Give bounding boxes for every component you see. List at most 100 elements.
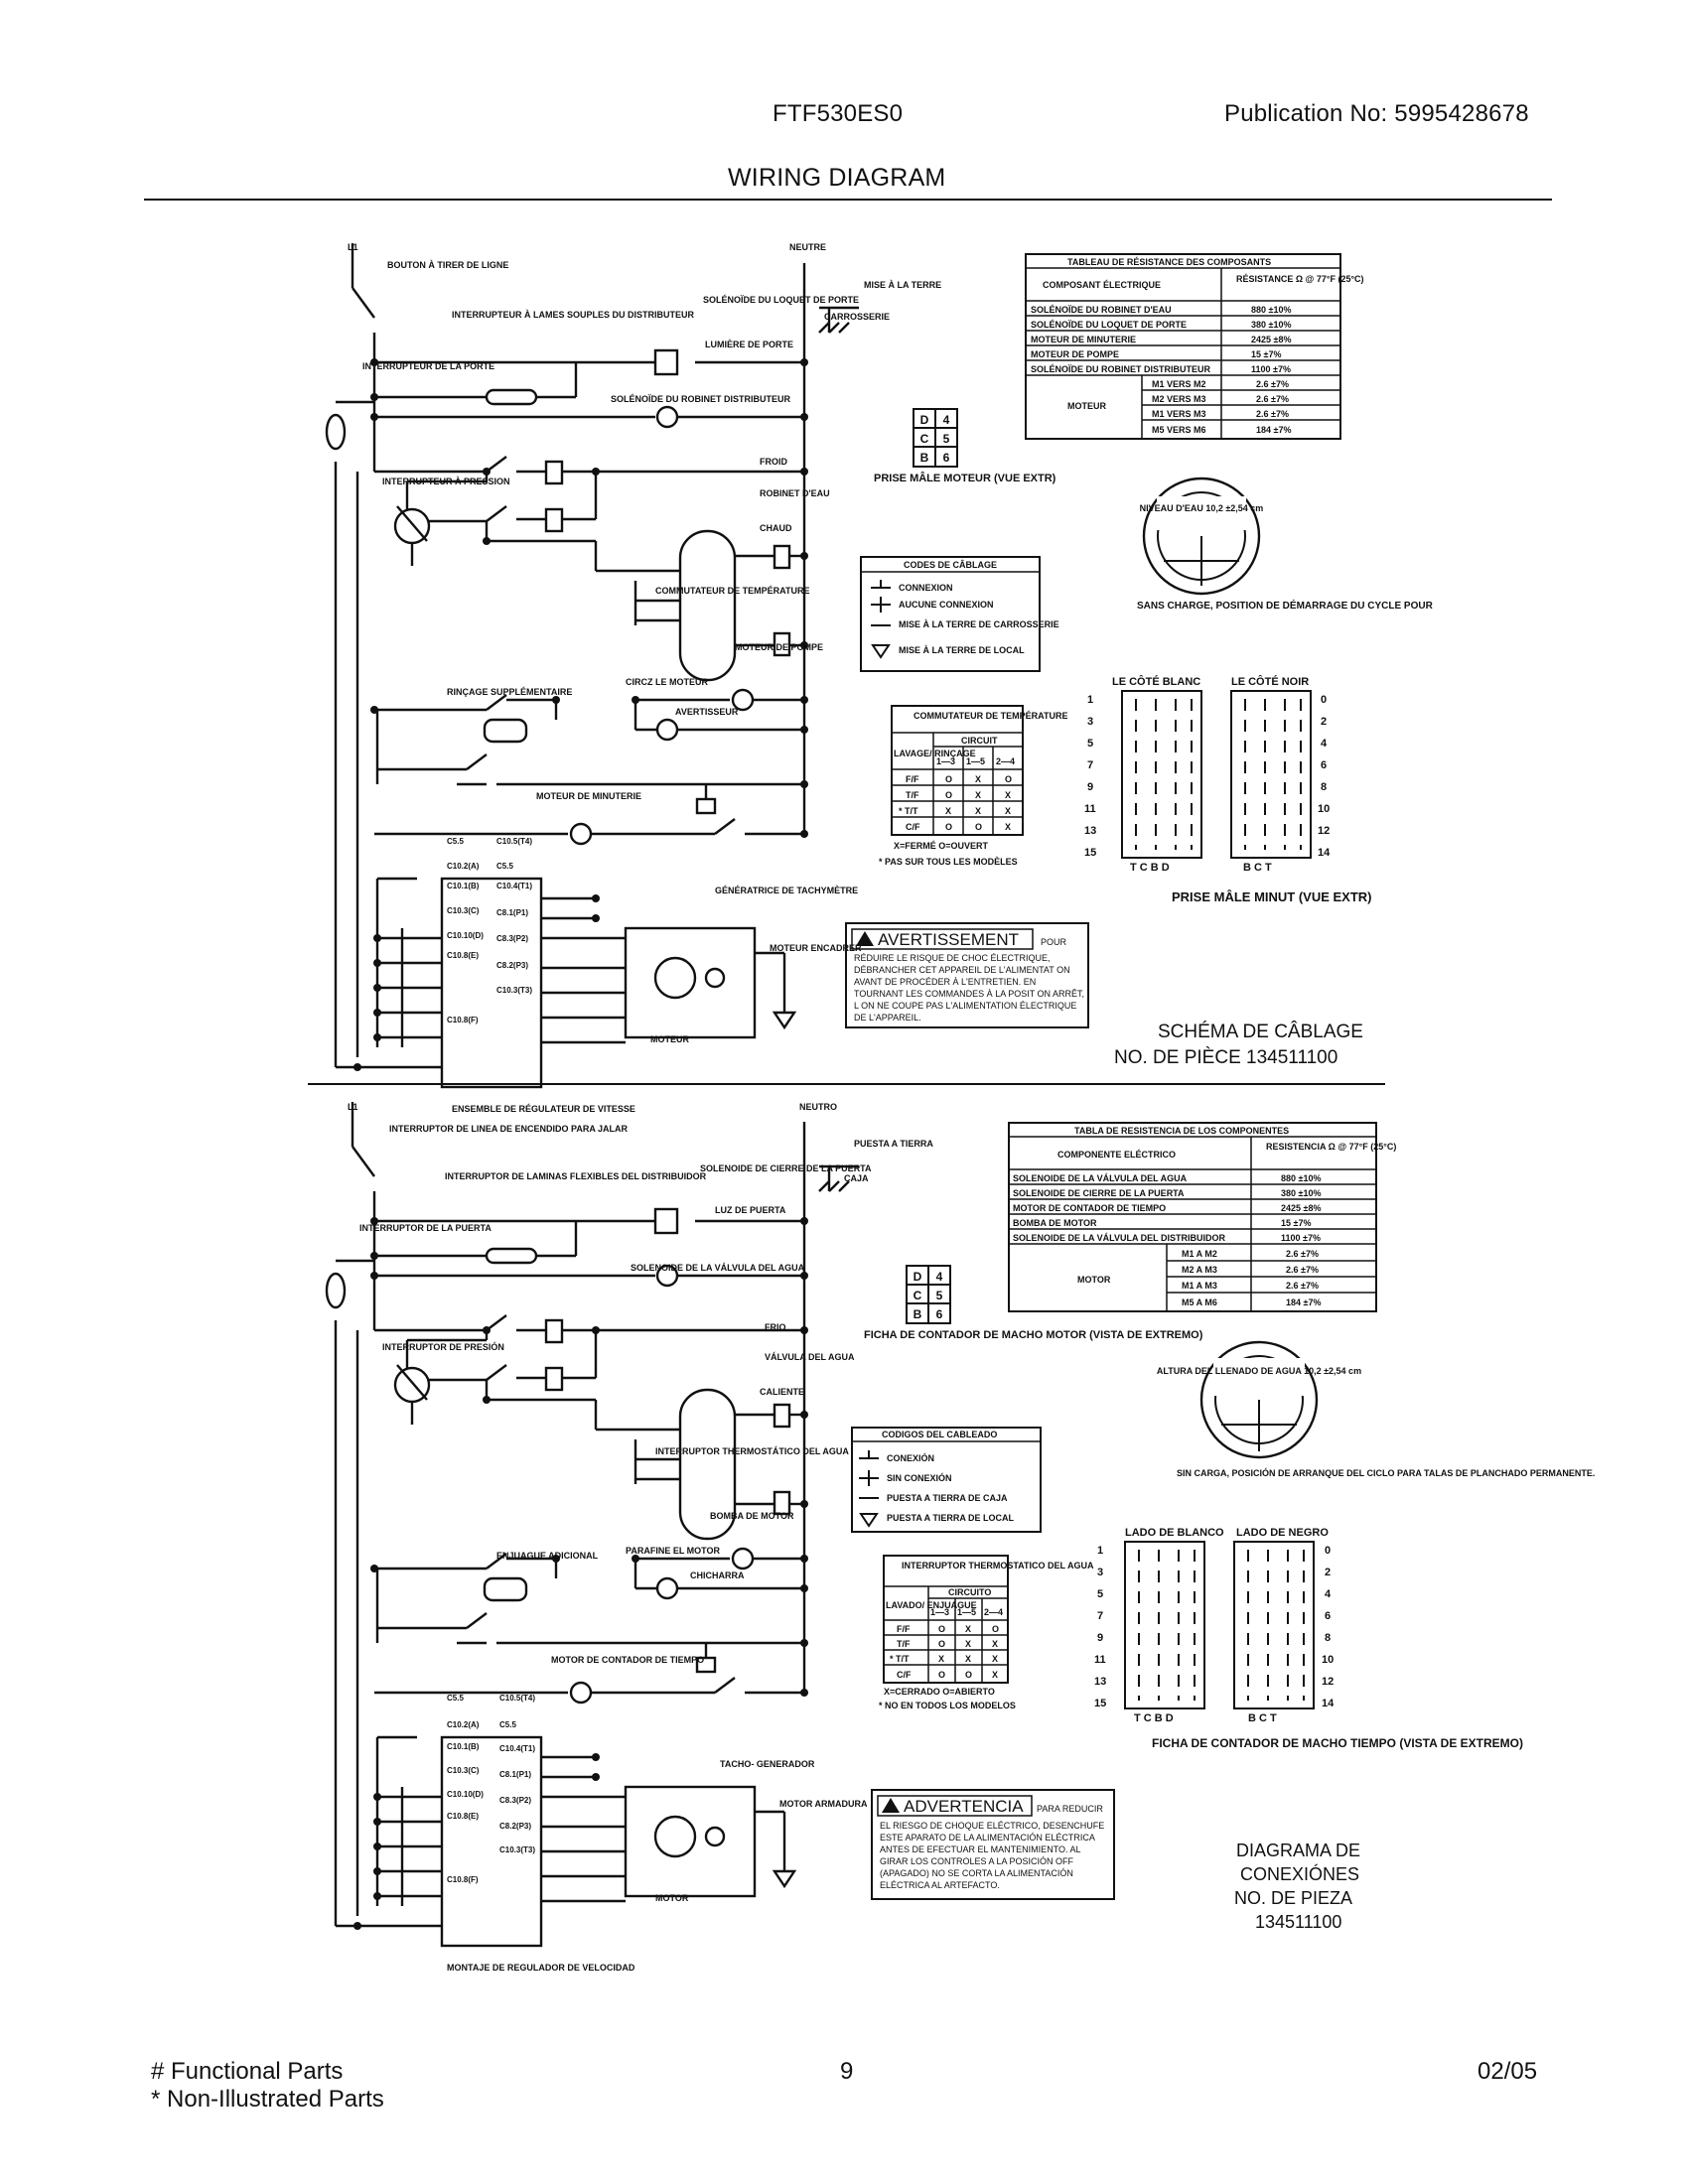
svg-text:M5 A M6: M5 A M6: [1182, 1297, 1217, 1307]
svg-text:M1 VERS M2: M1 VERS M2: [1152, 379, 1206, 389]
svg-text:COMMUTATEUR DE TEMPÉRATURE: COMMUTATEUR DE TEMPÉRATURE: [655, 586, 810, 596]
svg-text:FROID: FROID: [760, 457, 787, 467]
svg-text:B C T: B C T: [1248, 1712, 1277, 1724]
svg-text:AVERTISSEUR: AVERTISSEUR: [675, 707, 739, 717]
svg-text:MOTEUR: MOTEUR: [650, 1034, 689, 1044]
temp-switch-table-spanish: INTERRUPTOR THERMOSTATICO DEL AGUA LAVAD…: [879, 1555, 1094, 1710]
regulator-labels-french: C5.5 C10.2(A) C10.1(B) C10.3(C) C10.10(D…: [447, 837, 532, 1024]
svg-text:* NO EN TODOS LOS MODELOS: * NO EN TODOS LOS MODELOS: [879, 1701, 1016, 1710]
svg-text:X: X: [1005, 822, 1011, 832]
svg-text:C/F: C/F: [897, 1670, 912, 1680]
svg-text:BOMBA DE MOTOR: BOMBA DE MOTOR: [710, 1511, 794, 1521]
svg-text:EL RIESGO DE CHOQUE ELÉCTRICO,: EL RIESGO DE CHOQUE ELÉCTRICO, DESENCHUF…: [880, 1821, 1104, 1831]
svg-text:2425 ±8%: 2425 ±8%: [1251, 335, 1291, 344]
page-number: 9: [840, 2058, 854, 2085]
svg-text:1100 ±7%: 1100 ±7%: [1251, 364, 1291, 374]
svg-text:C10.10(D): C10.10(D): [447, 931, 484, 940]
timer-plug-french: LE CÔTÉ BLANC LE CÔTÉ NOIR 1 3 5 7 9 11 …: [1084, 675, 1372, 904]
water-level-dial-french: NIVEAU D'EAU 10,2 ±2,54 cm: [1140, 477, 1263, 596]
labels-spanish: L1 NEUTRO INTERRUPTOR DE LINEA DE ENCEND…: [348, 1102, 933, 1973]
svg-text:C10.8(E): C10.8(E): [447, 951, 479, 960]
svg-text:380 ±10%: 380 ±10%: [1281, 1188, 1321, 1198]
svg-text:X: X: [965, 1654, 971, 1664]
svg-text:C10.1(B): C10.1(B): [447, 882, 480, 890]
svg-text:ESTE APARATO DE LA ALIMENTACIÓ: ESTE APARATO DE LA ALIMENTACIÓN ELÉCTRIC…: [880, 1833, 1095, 1843]
svg-text:L ON NE COUPE PAS L'ALIMENTATI: L ON NE COUPE PAS L'ALIMENTATION ÉLECTRI…: [854, 1001, 1076, 1011]
svg-text:ANTES DE EFECTUAR EL MANTENIMI: ANTES DE EFECTUAR EL MANTENIMIENTO. AL: [880, 1844, 1081, 1854]
svg-text:INTERRUPTEUR À LAMES SOUPLES D: INTERRUPTEUR À LAMES SOUPLES DU DISTRIBU…: [452, 310, 695, 320]
svg-text:C10.3(C): C10.3(C): [447, 1766, 480, 1775]
svg-text:TACHO- GENERADOR: TACHO- GENERADOR: [720, 1759, 815, 1769]
svg-text:O: O: [945, 790, 952, 800]
svg-text:7: 7: [1087, 759, 1093, 771]
svg-text:1—5: 1—5: [957, 1607, 976, 1617]
svg-text:134511100: 134511100: [1255, 1912, 1341, 1932]
svg-text:AVANT DE PROCÉDER À L'ENTRETIE: AVANT DE PROCÉDER À L'ENTRETIEN. EN: [854, 977, 1036, 987]
svg-text:9: 9: [1097, 1632, 1103, 1644]
svg-text:13: 13: [1094, 1676, 1106, 1688]
svg-text:C5.5: C5.5: [499, 1720, 516, 1729]
svg-text:SOLÉNOÏDE DU ROBINET D'EAU: SOLÉNOÏDE DU ROBINET D'EAU: [1031, 305, 1172, 315]
svg-text:O: O: [1005, 774, 1012, 784]
svg-text:CONEXIÓN: CONEXIÓN: [887, 1452, 934, 1463]
svg-text:O: O: [938, 1639, 945, 1649]
svg-text:PARA REDUCIR: PARA REDUCIR: [1037, 1804, 1103, 1814]
svg-text:M2 VERS M3: M2 VERS M3: [1152, 394, 1206, 404]
svg-text:BOUTON À TIRER DE LIGNE: BOUTON À TIRER DE LIGNE: [387, 260, 508, 270]
svg-text:T C B D: T C B D: [1130, 862, 1170, 874]
svg-text:0: 0: [1325, 1545, 1331, 1557]
svg-text:2.6 ±7%: 2.6 ±7%: [1256, 409, 1289, 419]
svg-text:X: X: [1005, 806, 1011, 816]
svg-text:MOTOR DE CONTADOR DE TIEMPO: MOTOR DE CONTADOR DE TIEMPO: [551, 1655, 704, 1665]
schema-label: SCHÉMA DE CÂBLAGE: [1158, 1021, 1363, 1042]
svg-text:MOTOR: MOTOR: [1077, 1275, 1111, 1285]
svg-text:MOTEUR DE POMPE: MOTEUR DE POMPE: [735, 642, 823, 652]
svg-text:RESISTENCIA Ω @ 77°F (25°C): RESISTENCIA Ω @ 77°F (25°C): [1266, 1142, 1396, 1152]
svg-text:NO. DE PIEZA: NO. DE PIEZA: [1234, 1888, 1352, 1908]
svg-text:MOTEUR DE MINUTERIE: MOTEUR DE MINUTERIE: [536, 791, 641, 801]
svg-text:COMPONENTE ELÉCTRICO: COMPONENTE ELÉCTRICO: [1057, 1150, 1176, 1160]
svg-text:CIRCUIT: CIRCUIT: [961, 736, 998, 746]
wiring-codes-french: CODES DE CÂBLAGE CONNEXION AUCUNE CONNEX…: [860, 556, 1059, 672]
svg-text:2—4: 2—4: [984, 1607, 1003, 1617]
header-rule: [144, 199, 1552, 201]
svg-text:INTERRUPTOR DE PRESIÓN: INTERRUPTOR DE PRESIÓN: [382, 1341, 504, 1352]
svg-text:RÉDUIRE LE RISQUE DE CHOC ÉLEC: RÉDUIRE LE RISQUE DE CHOC ÉLECTRIQUE,: [854, 953, 1051, 963]
svg-text:LAVAGE/ RINÇAGE: LAVAGE/ RINÇAGE: [894, 749, 976, 758]
svg-text:LADO DE NEGRO: LADO DE NEGRO: [1236, 1527, 1329, 1539]
svg-text:M2 A M3: M2 A M3: [1182, 1265, 1217, 1275]
svg-text:PRISE MÂLE MINUT (VUE EXTR): PRISE MÂLE MINUT (VUE EXTR): [1172, 889, 1372, 904]
svg-text:C10.8(F): C10.8(F): [447, 1016, 479, 1024]
svg-text:MISE À LA TERRE DE CARROSSERIE: MISE À LA TERRE DE CARROSSERIE: [899, 619, 1059, 629]
part-number-french: NO. DE PIÈCE 134511100: [1114, 1047, 1337, 1068]
svg-text:D: D: [914, 1270, 922, 1284]
svg-text:184 ±7%: 184 ±7%: [1256, 425, 1291, 435]
svg-text:184 ±7%: 184 ±7%: [1286, 1297, 1321, 1307]
svg-text:SOLENOIDE DE CIERRE DE LA PUER: SOLENOIDE DE CIERRE DE LA PUERTA: [700, 1163, 872, 1173]
svg-text:FRIO: FRIO: [765, 1322, 786, 1332]
svg-text:X=FERMÉ O=OUVERT: X=FERMÉ O=OUVERT: [894, 841, 989, 851]
svg-text:C: C: [914, 1289, 922, 1302]
svg-text:COMMUTATEUR DE TEMPÉRATURE: COMMUTATEUR DE TEMPÉRATURE: [914, 711, 1068, 721]
svg-text:CALIENTE: CALIENTE: [760, 1387, 804, 1397]
svg-text:RINÇAGE SUPPLÉMENTAIRE: RINÇAGE SUPPLÉMENTAIRE: [447, 687, 572, 697]
svg-text:BOMBA DE MOTOR: BOMBA DE MOTOR: [1013, 1218, 1097, 1228]
svg-text:* PAS SUR TOUS LES MODÈLES: * PAS SUR TOUS LES MODÈLES: [879, 857, 1018, 867]
svg-text:TOURNANT LES COMMANDES À LA PO: TOURNANT LES COMMANDES À LA POSIT ON ARR…: [854, 989, 1084, 999]
svg-text:C10.4(T1): C10.4(T1): [499, 1744, 535, 1753]
svg-text:CONEXIÓNES: CONEXIÓNES: [1240, 1863, 1359, 1884]
svg-text:O: O: [938, 1624, 945, 1634]
svg-text:B: B: [920, 451, 929, 465]
svg-text:X=CERRADO O=ABIERTO: X=CERRADO O=ABIERTO: [884, 1687, 995, 1697]
motor-plug-label: PRISE MÂLE MOTEUR (VUE EXTR): [874, 472, 1056, 484]
svg-text:2.6 ±7%: 2.6 ±7%: [1286, 1249, 1319, 1259]
svg-text:C10.8(F): C10.8(F): [447, 1875, 479, 1884]
svg-text:* T/T: * T/T: [899, 806, 918, 816]
revision-date: 02/05: [1477, 2058, 1538, 2085]
svg-text:C10.8(E): C10.8(E): [447, 1812, 479, 1821]
svg-text:DE L'APPAREIL.: DE L'APPAREIL.: [854, 1013, 921, 1023]
svg-text:12: 12: [1322, 1676, 1334, 1688]
svg-text:MOTOR DE CONTADOR DE TIEMPO: MOTOR DE CONTADOR DE TIEMPO: [1013, 1203, 1166, 1213]
svg-text:C8.3(P2): C8.3(P2): [499, 1796, 531, 1805]
svg-text:TABLA DE RESISTENCIA DE LOS CO: TABLA DE RESISTENCIA DE LOS COMPONENTES: [1074, 1126, 1289, 1136]
